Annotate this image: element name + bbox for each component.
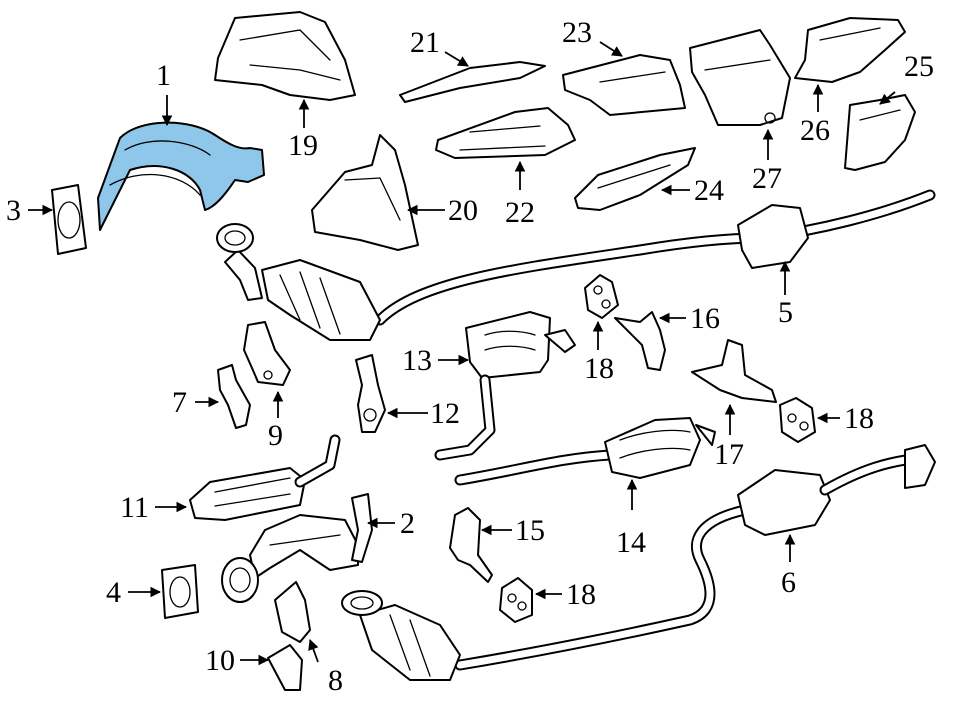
callout-24: 24 bbox=[694, 174, 724, 207]
part-8-bracket[interactable] bbox=[274, 581, 311, 643]
callout-18c: 18 bbox=[566, 578, 596, 611]
leader-25 bbox=[879, 91, 896, 105]
callout-leaders bbox=[28, 41, 896, 666]
part-14-rear-muffler[interactable] bbox=[454, 417, 716, 486]
part-6-exhaust-pipe-converter[interactable] bbox=[341, 444, 936, 681]
callout-8: 8 bbox=[328, 664, 343, 697]
leader-8 bbox=[308, 638, 319, 663]
part-16-bracket[interactable] bbox=[614, 311, 666, 371]
callout-15: 15 bbox=[515, 514, 545, 547]
part-15-bracket[interactable] bbox=[449, 507, 493, 583]
callout-9: 9 bbox=[268, 419, 283, 452]
callout-7: 7 bbox=[172, 386, 187, 419]
callout-1: 1 bbox=[156, 59, 171, 92]
callout-4: 4 bbox=[106, 576, 121, 609]
part-13-muffler[interactable] bbox=[434, 311, 576, 461]
part-5-exhaust-pipe-converter[interactable] bbox=[216, 189, 936, 341]
part-18-rubber-mount-c[interactable] bbox=[499, 577, 533, 623]
part-19-heat-shield[interactable] bbox=[214, 11, 356, 101]
callout-11: 11 bbox=[120, 491, 149, 524]
part-11-catalytic-converter[interactable] bbox=[189, 434, 341, 521]
callout-12: 12 bbox=[430, 397, 460, 430]
callout-17: 17 bbox=[714, 438, 744, 471]
part-21-heat-shield[interactable] bbox=[399, 61, 546, 103]
part-18-rubber-mount-a[interactable] bbox=[584, 274, 619, 319]
part-20-heat-shield[interactable] bbox=[311, 134, 419, 251]
callout-26: 26 bbox=[800, 114, 830, 147]
part-3-gasket[interactable] bbox=[51, 184, 87, 255]
callout-20: 20 bbox=[448, 194, 478, 227]
callout-10: 10 bbox=[205, 644, 235, 677]
part-22-heat-shield[interactable] bbox=[435, 107, 576, 159]
leader-23 bbox=[599, 41, 623, 57]
callout-18b: 18 bbox=[844, 402, 874, 435]
callout-2: 2 bbox=[400, 507, 415, 540]
callout-numbers: 1 3 19 20 21 22 23 24 25 26 27 5 7 9 12 … bbox=[6, 16, 934, 697]
callout-14: 14 bbox=[616, 526, 646, 559]
callout-5: 5 bbox=[778, 296, 793, 329]
part-18-rubber-mount-b[interactable] bbox=[779, 397, 816, 443]
part-23-heat-shield[interactable] bbox=[562, 54, 686, 116]
callout-6: 6 bbox=[781, 566, 796, 599]
part-25-heat-shield[interactable] bbox=[844, 94, 916, 171]
part-27-heat-shield[interactable] bbox=[689, 29, 791, 126]
part-9-bracket[interactable] bbox=[243, 321, 291, 386]
callout-13: 13 bbox=[402, 344, 432, 377]
callout-25: 25 bbox=[904, 50, 934, 83]
part-10-bracket[interactable] bbox=[267, 644, 303, 691]
callout-16: 16 bbox=[690, 302, 720, 335]
part-24-heat-shield[interactable] bbox=[574, 147, 696, 211]
part-17-bracket[interactable] bbox=[691, 339, 777, 403]
part-2-front-pipe[interactable] bbox=[221, 493, 373, 603]
leader-21 bbox=[444, 51, 469, 67]
callout-27: 27 bbox=[752, 162, 782, 195]
callout-18a: 18 bbox=[584, 352, 614, 385]
part-7-bracket[interactable] bbox=[217, 364, 251, 429]
callout-23: 23 bbox=[562, 16, 592, 49]
callout-19: 19 bbox=[288, 129, 318, 162]
callout-3: 3 bbox=[6, 194, 21, 227]
part-12-hanger[interactable] bbox=[355, 354, 386, 433]
part-1-heat-shield[interactable] bbox=[97, 121, 265, 231]
callout-21: 21 bbox=[410, 26, 440, 59]
part-4-gasket[interactable] bbox=[161, 564, 199, 619]
part-26-heat-shield[interactable] bbox=[794, 17, 906, 83]
callout-22: 22 bbox=[505, 196, 535, 229]
